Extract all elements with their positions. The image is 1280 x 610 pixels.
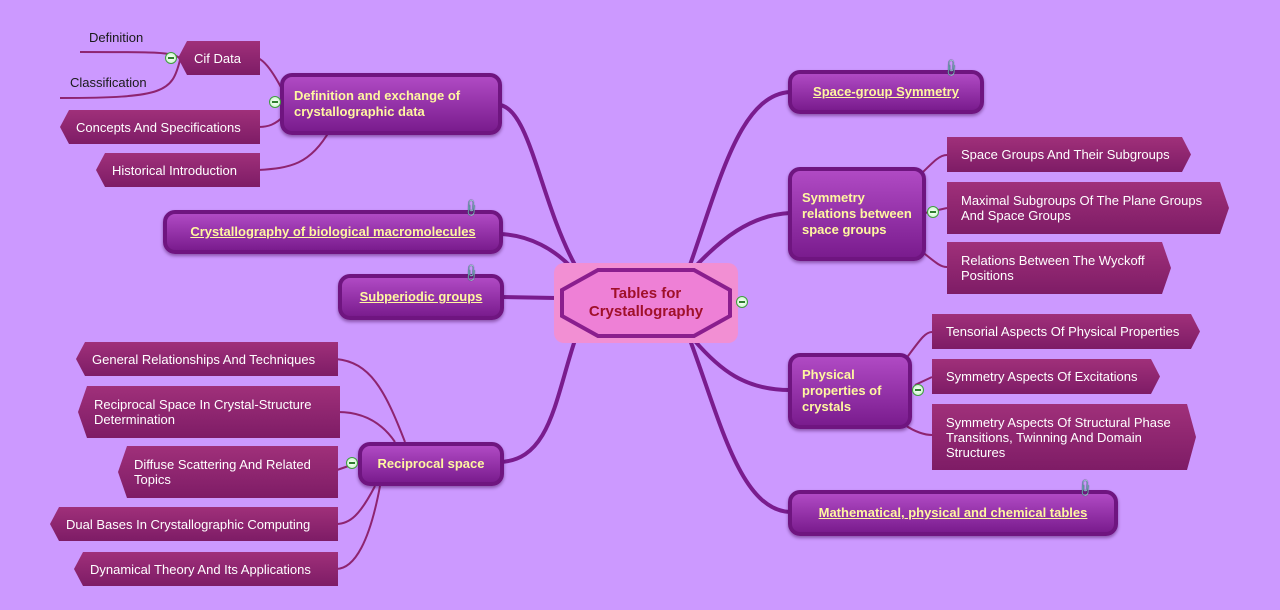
- subtopic-space-groups-subgroups[interactable]: Space Groups And Their Subgroups: [947, 137, 1191, 172]
- subtopic-general-relationships[interactable]: General Relationships And Techniques: [76, 342, 338, 376]
- subtopic-label: Tensorial Aspects Of Physical Properties: [946, 324, 1180, 339]
- connector-rs-1: [335, 358, 406, 443]
- subtopic-label: Space Groups And Their Subgroups: [961, 147, 1170, 162]
- subtopic-label: Relations Between The Wyckoff Positions: [961, 253, 1145, 283]
- central-topic[interactable]: Tables for Crystallography: [554, 263, 738, 343]
- topic-label: Definition and exchange of crystallograp…: [294, 88, 461, 119]
- subtopic-label: Dual Bases In Crystallographic Computing: [66, 516, 311, 532]
- central-octagon: [560, 268, 732, 338]
- topic-label: Symmetry relations between space groups: [802, 190, 912, 237]
- connector-rs-2: [337, 411, 396, 443]
- topic-space-group-symmetry[interactable]: Space-group Symmetry: [788, 70, 984, 114]
- subtopic-label: Concepts And Specifications: [76, 119, 241, 135]
- connector-rs-4: [335, 485, 376, 525]
- subtopic-diffuse-scattering[interactable]: Diffuse Scattering And Related Topics: [118, 446, 338, 498]
- subtopic-excitations[interactable]: Symmetry Aspects Of Excitations: [932, 359, 1160, 394]
- connector-mathematical: [688, 338, 792, 514]
- cif-child-definition[interactable]: Definition: [89, 30, 144, 45]
- subtopic-tensorial-aspects[interactable]: Tensorial Aspects Of Physical Properties: [932, 314, 1200, 349]
- connector-cif-classification: [59, 59, 181, 99]
- subtopic-wyckoff-positions[interactable]: Relations Between The Wyckoff Positions: [947, 242, 1171, 294]
- subtopic-phase-transitions[interactable]: Symmetry Aspects Of Structural Phase Tra…: [932, 404, 1196, 470]
- subtopic-historical[interactable]: Historical Introduction: [96, 153, 260, 187]
- topic-label: Reciprocal space: [377, 456, 485, 471]
- topic-label: Subperiodic groups: [359, 289, 483, 304]
- connector-pp-2: [914, 376, 933, 386]
- topic-symmetry-relations[interactable]: Symmetry relations between space groups: [788, 167, 926, 261]
- subtopic-label: General Relationships And Techniques: [92, 351, 316, 367]
- collapse-minus-icon[interactable]: [165, 52, 177, 64]
- topic-definition-exchange[interactable]: Definition and exchange of crystallograp…: [280, 73, 502, 135]
- subtopic-reciprocal-structure[interactable]: Reciprocal Space In Crystal-Structure De…: [78, 386, 340, 438]
- subtopic-label: Diffuse Scattering And Related Topics: [134, 457, 311, 487]
- subtopic-label: Symmetry Aspects Of Excitations: [946, 369, 1138, 384]
- topic-subperiodic-groups[interactable]: Subperiodic groups: [338, 274, 504, 320]
- topic-mathematical-tables[interactable]: Mathematical, physical and chemical tabl…: [788, 490, 1118, 536]
- connector-physical: [692, 338, 792, 392]
- topic-reciprocal-space[interactable]: Reciprocal space: [358, 442, 504, 486]
- connector-pp-1: [904, 331, 933, 361]
- subtopic-label: Maximal Subgroups Of The Plane Groups An…: [961, 193, 1203, 223]
- subtopic-label: Dynamical Theory And Its Applications: [90, 561, 311, 577]
- connector-symmetry-relations: [692, 211, 792, 270]
- collapse-minus-icon[interactable]: [927, 206, 939, 218]
- topic-physical-properties[interactable]: Physical properties of crystals: [788, 353, 912, 429]
- subtopic-label: Historical Introduction: [112, 162, 237, 178]
- topic-label: Crystallography of biological macromolec…: [190, 224, 476, 239]
- connector-definition: [498, 103, 577, 267]
- connector-pp-3: [904, 424, 933, 436]
- collapse-minus-icon[interactable]: [346, 457, 358, 469]
- collapse-minus-icon[interactable]: [736, 296, 748, 308]
- subtopic-dual-bases[interactable]: Dual Bases In Crystallographic Computing: [50, 507, 338, 541]
- connector-historical: [257, 129, 331, 171]
- topic-label: Space-group Symmetry: [813, 84, 959, 99]
- cif-child-classification[interactable]: Classification: [70, 75, 147, 90]
- connector-subperiodic: [498, 295, 558, 300]
- connector-rs-5: [335, 485, 381, 570]
- connector-biological: [498, 232, 574, 270]
- topic-label: Mathematical, physical and chemical tabl…: [818, 505, 1088, 520]
- central-title: Tables for Crystallography: [588, 285, 704, 320]
- subtopic-dynamical-theory[interactable]: Dynamical Theory And Its Applications: [74, 552, 338, 586]
- subtopic-label: Symmetry Aspects Of Structural Phase Tra…: [946, 414, 1171, 460]
- topic-label: Physical properties of crystals: [802, 367, 882, 414]
- subtopic-label: Reciprocal Space In Crystal-Structure De…: [94, 397, 312, 427]
- connector-space-group: [688, 90, 792, 267]
- collapse-minus-icon[interactable]: [269, 96, 281, 108]
- subtopic-label: Cif Data: [194, 50, 241, 66]
- collapse-minus-icon[interactable]: [912, 384, 924, 396]
- subtopic-concepts[interactable]: Concepts And Specifications: [60, 110, 260, 144]
- subtopic-maximal-subgroups[interactable]: Maximal Subgroups Of The Plane Groups An…: [947, 182, 1229, 234]
- topic-biological-macromolecules[interactable]: Crystallography of biological macromolec…: [163, 210, 503, 254]
- subtopic-cif-data[interactable]: Cif Data: [178, 41, 260, 75]
- connector-reciprocal: [498, 338, 577, 464]
